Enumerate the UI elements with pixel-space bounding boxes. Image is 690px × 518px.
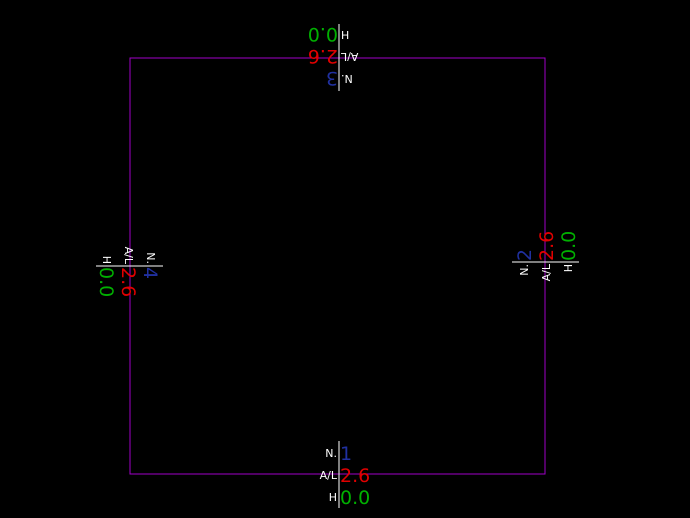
height-value: 0.0	[308, 23, 338, 45]
marker-top: N. 3 A/L 2.6 H 0.0	[308, 23, 358, 91]
length-prefix: A/L	[340, 50, 358, 63]
length-value: 2.6	[308, 45, 338, 67]
height-value: 0.0	[95, 267, 117, 297]
plan-outline	[129, 57, 546, 475]
height-prefix: H	[100, 256, 113, 264]
node-number: 3	[326, 67, 338, 89]
length-prefix: A/L	[320, 469, 338, 482]
node-prefix: N.	[341, 72, 353, 85]
length-prefix: A/L	[540, 263, 553, 281]
marker-left: N. 4 A/L 2.6 H 0.0	[95, 247, 163, 297]
height-prefix: H	[341, 28, 349, 41]
node-prefix: N.	[144, 252, 157, 264]
marker-bottom: N. 1 A/L 2.6 H 0.0	[320, 441, 370, 509]
length-prefix: A/L	[122, 247, 135, 265]
node-prefix: N.	[518, 264, 531, 276]
marker-right: N. 2 A/L 2.6 H 0.0	[512, 231, 580, 281]
node-number: 4	[139, 267, 161, 279]
height-prefix: H	[562, 264, 575, 272]
length-value: 2.6	[536, 231, 558, 261]
length-value: 2.6	[117, 267, 139, 297]
length-value: 2.6	[340, 465, 370, 487]
height-prefix: H	[329, 491, 337, 504]
height-value: 0.0	[340, 487, 370, 509]
node-prefix: N.	[325, 447, 337, 460]
node-number: 2	[514, 249, 536, 261]
height-value: 0.0	[558, 231, 580, 261]
node-number: 1	[340, 443, 352, 465]
